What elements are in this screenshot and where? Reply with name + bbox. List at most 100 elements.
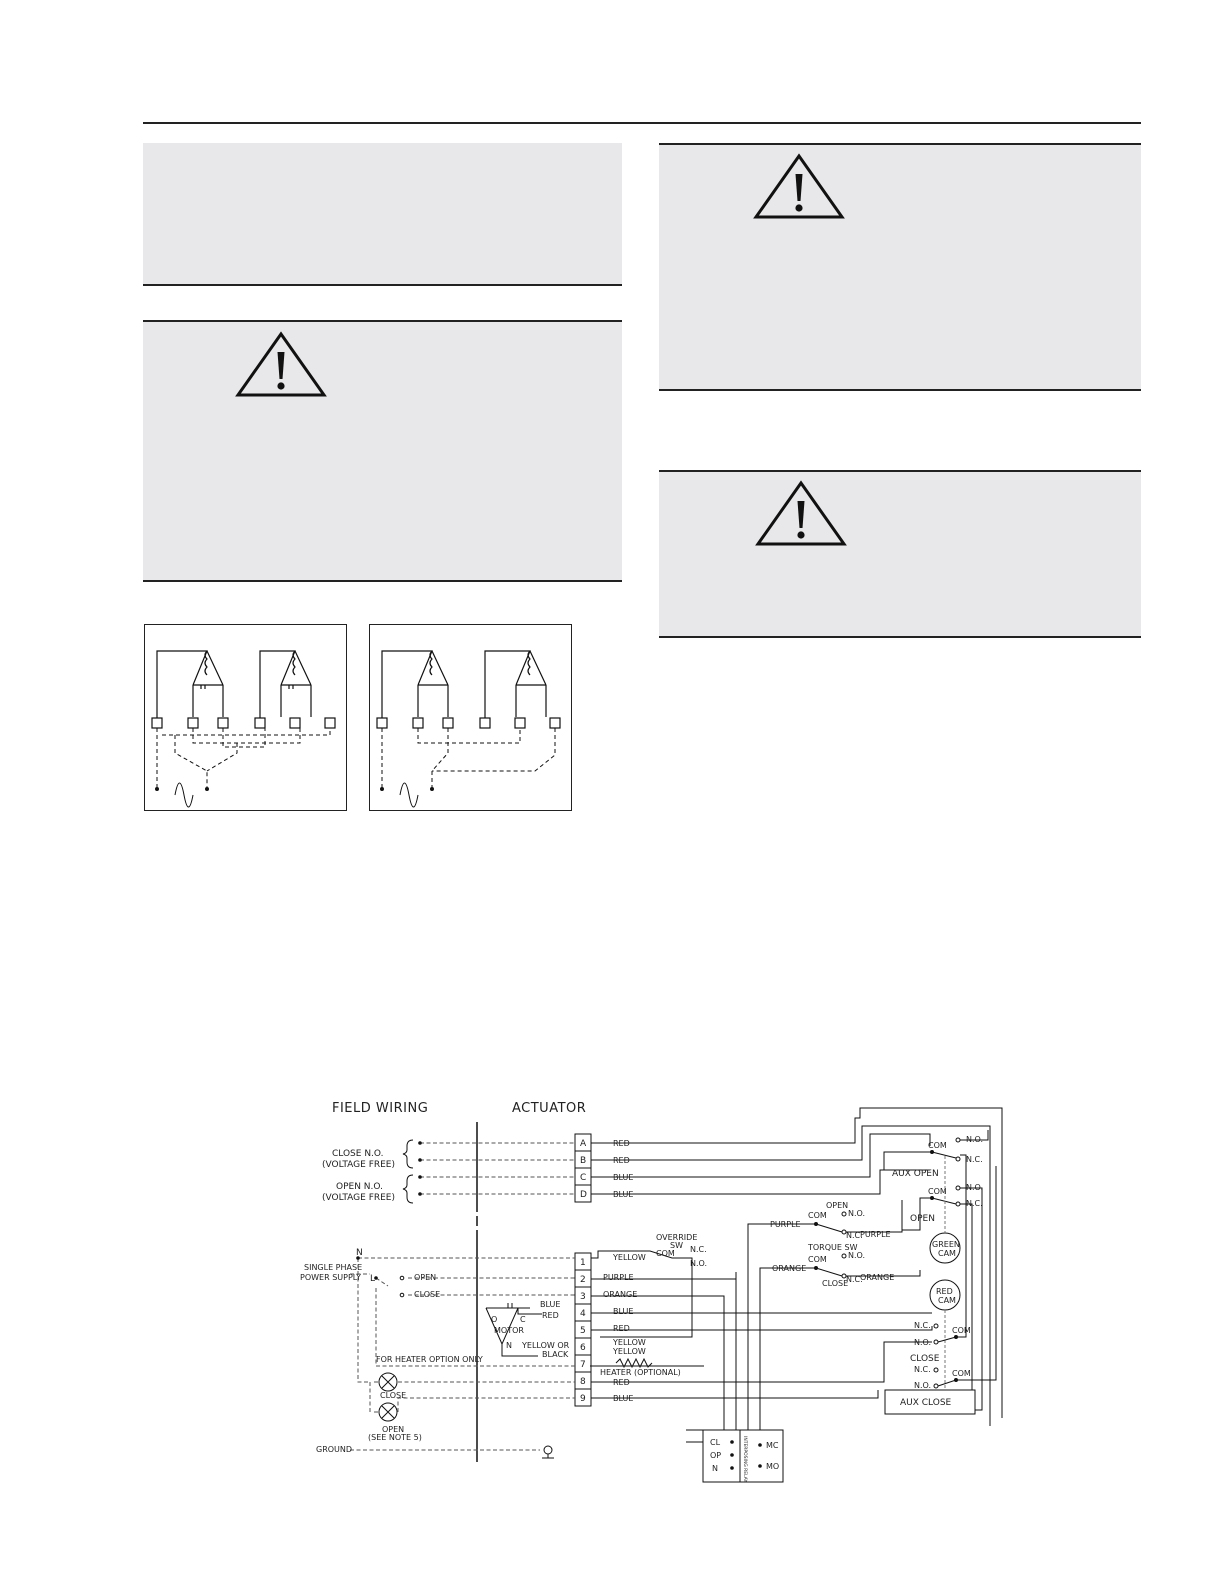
- terminal-label: 4: [580, 1309, 586, 1319]
- relay-mc: MC: [766, 1441, 779, 1450]
- heater-label: HEATER (OPTIONAL): [600, 1368, 681, 1377]
- orange-label: ORANGE: [860, 1273, 894, 1282]
- warning-box-1: [143, 320, 622, 582]
- n-label: N: [356, 1248, 363, 1258]
- relay-cl: CL: [710, 1438, 721, 1447]
- wire-color: PURPLE: [603, 1273, 634, 1282]
- override-label: SW: [670, 1241, 683, 1250]
- relay-label: INTERPOSING RELAY: [742, 1436, 748, 1482]
- close-lamp-label: CLOSE: [380, 1391, 406, 1400]
- com-label: COM: [952, 1369, 971, 1378]
- wiring-diagram: FIELD WIRING ACTUATOR A B C D CLOSE N.O.…: [300, 1101, 1003, 1483]
- wire-color: BLUE: [613, 1307, 633, 1316]
- motor-yellow-or: YELLOW OR: [521, 1341, 570, 1350]
- no-label: N.O.: [914, 1381, 931, 1390]
- nc-label: N.C.: [914, 1365, 931, 1374]
- motor-black: BLACK: [542, 1350, 569, 1359]
- terminal-label: B: [580, 1156, 586, 1166]
- terminal-label: 1: [580, 1258, 586, 1268]
- terminal-label: C: [580, 1173, 586, 1183]
- warning-triangle-icon: [235, 331, 327, 397]
- close-cam-label: CLOSE: [910, 1354, 940, 1364]
- note-box-1: [143, 143, 622, 286]
- red-cam-label: CAM: [938, 1296, 956, 1305]
- motor-red: RED: [542, 1311, 559, 1320]
- com-label: COM: [928, 1141, 947, 1150]
- wire-color: ORANGE: [603, 1290, 637, 1299]
- purple-label: PURPLE: [860, 1230, 891, 1239]
- wire-color: RED: [613, 1324, 630, 1333]
- wire-color: BLUE: [613, 1173, 633, 1182]
- green-cam-label: GREEN: [932, 1240, 960, 1249]
- supply-label: SINGLE PHASE: [304, 1263, 362, 1272]
- terminal-label: 6: [580, 1343, 586, 1353]
- terminal-label: 7: [580, 1360, 586, 1370]
- motor-label: MOTOR: [494, 1326, 524, 1335]
- wire-color: YELLOW: [612, 1253, 646, 1262]
- nc-label: N.C.: [690, 1245, 707, 1254]
- open-lamp-note: (SEE NOTE 5): [368, 1433, 422, 1442]
- warning-triangle-icon: [755, 480, 847, 546]
- no-label: N.O.: [690, 1259, 707, 1268]
- relay-mo: MO: [766, 1462, 779, 1471]
- nc-label: N.C.: [846, 1231, 863, 1240]
- com-label: COM: [808, 1211, 827, 1220]
- motor-o: O: [491, 1315, 497, 1324]
- close-switch-label: CLOSE: [414, 1290, 440, 1299]
- field-wiring-header: FIELD WIRING: [332, 1101, 428, 1116]
- terminal-label: 9: [580, 1394, 586, 1404]
- top-rule: [143, 122, 1141, 124]
- terminal-label: A: [580, 1139, 587, 1149]
- motor-schematic-right: [369, 624, 572, 811]
- torque-sw-label: TORQUE SW: [807, 1243, 858, 1252]
- com-label: COM: [656, 1249, 675, 1258]
- supply-label: POWER SUPPLY: [300, 1273, 361, 1282]
- nc-label: N.C.: [966, 1199, 983, 1208]
- terminal-label: D: [580, 1190, 587, 1200]
- relay-op: OP: [710, 1451, 721, 1460]
- aux-open-label: AUX OPEN: [892, 1169, 939, 1179]
- aux-close-label: AUX CLOSE: [900, 1398, 952, 1408]
- terminal-label: 5: [580, 1326, 586, 1336]
- red-cam-label: RED: [936, 1287, 953, 1296]
- override-label: OVERRIDE: [656, 1233, 697, 1242]
- close-no-sublabel: (VOLTAGE FREE): [322, 1160, 395, 1170]
- motor-n: N: [506, 1341, 512, 1350]
- motor-blue: BLUE: [540, 1300, 560, 1309]
- open-cam-label: OPEN: [910, 1214, 935, 1224]
- l-label: L: [370, 1274, 375, 1284]
- heater-option-label: FOR HEATER OPTION ONLY: [376, 1355, 483, 1364]
- motor-schematic-left: [144, 624, 347, 811]
- nc-label: N.C.: [846, 1275, 863, 1284]
- nc-label: N.C.: [966, 1155, 983, 1164]
- open-no-label: OPEN N.O.: [336, 1182, 383, 1192]
- open-small-label: OPEN: [826, 1201, 848, 1210]
- com-label: COM: [952, 1326, 971, 1335]
- warning-box-2: [659, 143, 1141, 391]
- warning-box-3: [659, 470, 1141, 638]
- no-label: N.O.: [848, 1209, 865, 1218]
- terminal-label: 3: [580, 1292, 586, 1302]
- ground-label: GROUND: [316, 1445, 352, 1454]
- wire-color: RED: [613, 1156, 630, 1165]
- green-cam-label: CAM: [938, 1249, 956, 1258]
- terminal-label: 8: [580, 1377, 586, 1387]
- actuator-header: ACTUATOR: [512, 1101, 586, 1116]
- com-label: COM: [808, 1255, 827, 1264]
- motor-c: C: [520, 1315, 526, 1324]
- wire-color: YELLOW: [612, 1338, 646, 1347]
- open-lamp-label: OPEN: [382, 1425, 404, 1434]
- close-small-label: CLOSE: [822, 1279, 848, 1288]
- relay-n: N: [712, 1464, 718, 1473]
- wire-color: BLUE: [613, 1190, 633, 1199]
- no-label: N.O.: [848, 1251, 865, 1260]
- warning-triangle-icon: [753, 153, 845, 219]
- wire-color: YELLOW: [612, 1347, 646, 1356]
- open-no-sublabel: (VOLTAGE FREE): [322, 1193, 395, 1203]
- com-label: COM: [928, 1187, 947, 1196]
- wire-color: RED: [613, 1139, 630, 1148]
- close-no-label: CLOSE N.O.: [332, 1149, 384, 1159]
- terminal-label: 2: [580, 1275, 586, 1285]
- nc-label: N.C.: [914, 1321, 931, 1330]
- open-switch-label: OPEN: [414, 1273, 436, 1282]
